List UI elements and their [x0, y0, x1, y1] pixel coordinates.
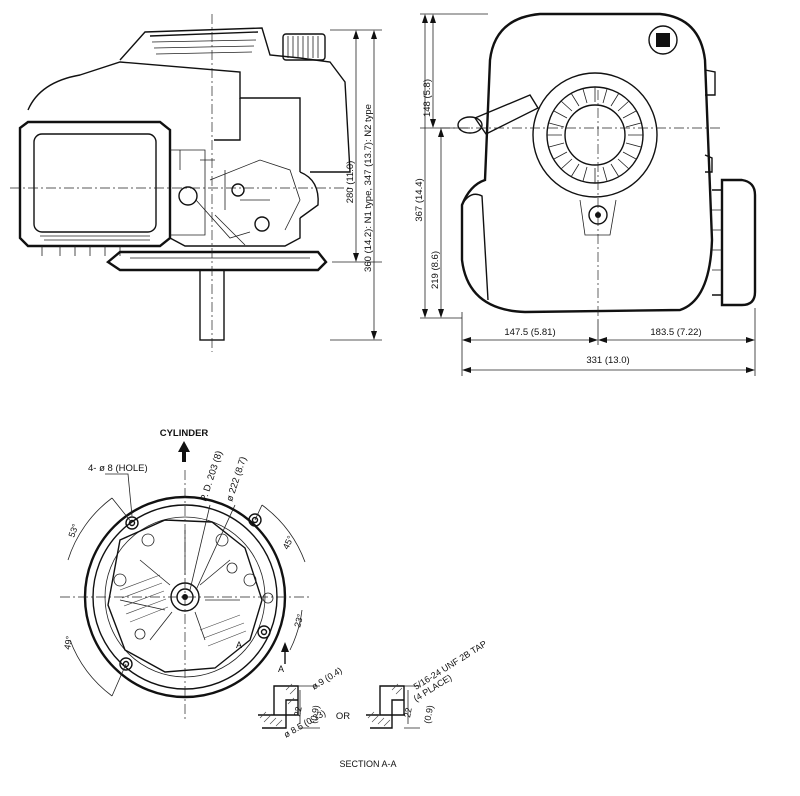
dia-label: ø 222 (8.7): [224, 455, 249, 503]
angle-49: 49°: [62, 635, 74, 651]
cylinder-arrow-icon: [178, 441, 190, 462]
flange-bolt-holes: [113, 513, 274, 671]
hole-label: 4- ø 8 (HOLE): [88, 463, 148, 474]
front-dim-367: 367 (14.4): [414, 178, 425, 221]
section-label: SECTION A-A: [339, 759, 396, 769]
detail-len09b: (0.9): [422, 704, 435, 724]
detail-tap: 5/16-24 UNF 2B TAP: [412, 639, 489, 692]
front-dim-331: 331 (13.0): [586, 355, 629, 366]
section-detail: ø 9 (0.4) 22 (0.9) ø 8.5 (0.33) OR 5/16-…: [258, 639, 488, 740]
side-view: 280 (11.0) 360 (14.2): N1 type, 347 (13.…: [10, 14, 382, 352]
starter-fins-icon: [547, 87, 643, 183]
detail-or: OR: [336, 711, 350, 722]
detail-d85: ø 8.5 (0.33): [282, 708, 327, 740]
front-dim-1835: 183.5 (7.22): [650, 327, 701, 338]
angle-53: 53°: [66, 522, 80, 539]
detail-len09a: (0.9): [308, 704, 321, 724]
section-marker-inner: A: [236, 640, 242, 650]
cylinder-label: CYLINDER: [160, 428, 209, 439]
angle-45: 45°: [281, 534, 296, 551]
side-dim-280: 280 (11.0): [345, 161, 356, 204]
side-dim-360: 360 (14.2): N1 type, 347 (13.7): N2 type: [363, 104, 374, 272]
flange-view: CYLINDER: [60, 428, 397, 769]
front-dim-1475: 147.5 (5.81): [504, 327, 555, 338]
section-marker: A: [278, 664, 284, 674]
detail-len22b: 22: [402, 707, 414, 719]
detail-d9: ø 9 (0.4): [310, 665, 344, 692]
front-dim-148: 148 (5.8): [422, 79, 433, 117]
front-dim-219: 219 (8.6): [430, 251, 441, 289]
front-view: 148 (5.8) 367 (14.4) 219 (8.6) 147.5 (5.…: [414, 12, 757, 376]
pd-label: P. D. 203 (8): [198, 449, 225, 502]
angle-23: 23°: [292, 612, 305, 628]
detail-len22a: 22: [292, 706, 304, 718]
